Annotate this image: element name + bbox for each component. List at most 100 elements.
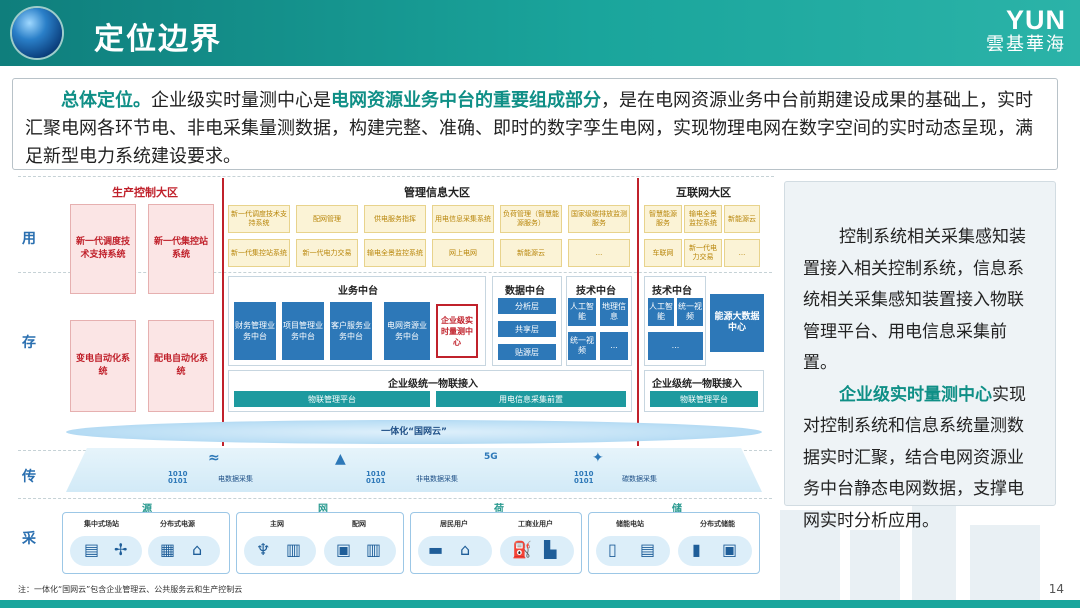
transmission-label: 非电数据采集 <box>416 475 458 483</box>
app-box: 新一代电力交易 <box>296 239 358 267</box>
source-label: 源 <box>142 504 152 515</box>
app-box: 新能源云 <box>500 239 562 267</box>
globe-icon <box>12 8 62 58</box>
cloud-label: 一体化“国网云” <box>381 427 447 437</box>
realtime-measurement-center-highlight: 企业级实时量测中心 <box>436 304 478 358</box>
5g-icon: 5G <box>484 452 498 462</box>
hydro-power-icon: ⌂ <box>192 540 203 559</box>
source-label: 储 <box>672 504 682 515</box>
business-platform-item: 财务管理业务中台 <box>234 302 276 360</box>
icon-pill <box>324 536 396 566</box>
state-grid-cloud <box>66 420 762 444</box>
row-label-transmit: 传 <box>22 469 36 485</box>
storage-container-icon: ▤ <box>640 540 656 559</box>
production-use-box: 新一代集控站系统 <box>148 204 214 294</box>
company-logo: YUN 雲基華海 <box>986 6 1066 56</box>
transmission-label: 电数据采集 <box>218 475 253 483</box>
app-box: 供电服务指挥 <box>364 205 426 233</box>
app-box: 新一代调度技术支持系统 <box>228 205 290 233</box>
page-title: 定位边界 <box>94 22 222 57</box>
distribution-box-icon: ▣ <box>336 540 352 559</box>
app-box: 用电信息采集系统 <box>432 205 494 233</box>
source-label: 荷 <box>494 504 504 515</box>
explanation-text-1: 控制系统相关采集感知装置接入相关控制系统，信息系统相关采集感知装置接入物联管理平… <box>803 227 1026 373</box>
icon-pill <box>678 536 752 566</box>
wind-turbine-icon: ✢ <box>114 540 128 559</box>
internet-iot-access-title: 企业级统一物联接入 <box>652 379 742 390</box>
app-box: 输电全景监控系统 <box>364 239 426 267</box>
intro-text-2: ，是在电网资源业务中台前期建设成果的基础上，实时汇聚电网各环节电、非电采集量测数… <box>25 90 1033 167</box>
zone-title-management: 管理信息大区 <box>404 186 470 199</box>
footnote: 注：一体化“国网云”包含企业管理云、公共服务云和生产控制云 <box>18 585 243 594</box>
zone-title-internet: 互联网大区 <box>676 186 731 199</box>
row-divider <box>18 272 772 273</box>
source-sub-label: 集中式场站 <box>84 520 119 528</box>
switchgear-icon: ▥ <box>366 540 382 559</box>
zone-divider <box>222 178 224 446</box>
row-label-use: 用 <box>22 231 36 247</box>
power-plant-icon: ▤ <box>84 540 100 559</box>
battery-icon: ▮ <box>692 540 701 559</box>
intro-highlight: 电网资源业务中台的重要组成部分 <box>331 90 601 111</box>
tech-platform-item: 人工智能 <box>648 298 674 326</box>
background-building <box>780 510 840 600</box>
tech-platform-item: 人工智能 <box>568 298 596 326</box>
background-building <box>850 530 900 600</box>
row-label-store: 存 <box>22 335 36 351</box>
factory-icon: ▙ <box>544 540 557 559</box>
row-divider <box>18 498 772 499</box>
app-box: ... <box>568 239 630 267</box>
background-building <box>970 525 1040 600</box>
source-sub-label: 分布式电源 <box>160 520 195 528</box>
app-box: 配网管理 <box>296 205 358 233</box>
business-platform-item: 项目管理业务中台 <box>282 302 324 360</box>
app-box: 新一代电力交易 <box>684 239 722 267</box>
header-bar: 定位边界 YUN 雲基華海 <box>0 0 1080 66</box>
app-box: 网上电网 <box>432 239 494 267</box>
production-store-box: 配电自动化系统 <box>148 320 214 412</box>
app-box: 新一代集控站系统 <box>228 239 290 267</box>
business-platform-title: 业务中台 <box>338 286 378 297</box>
source-label: 网 <box>318 504 328 515</box>
electricity-info-collection-front: 用电信息采集前置 <box>436 391 626 407</box>
app-box: 车联网 <box>644 239 682 267</box>
intro-text-box: 总体定位。企业级实时量测中心是电网资源业务中台的重要组成部分，是在电网资源业务中… <box>12 78 1058 170</box>
icon-pill <box>148 536 220 566</box>
transmission-band <box>66 448 762 492</box>
icon-pill <box>70 536 142 566</box>
substation-icon: ▥ <box>286 540 302 559</box>
storage-station-icon: ▯ <box>608 540 617 559</box>
tech-platform-title: 技术中台 <box>576 286 616 297</box>
source-sub-label: 工商业用户 <box>518 520 553 528</box>
app-box: 负荷管理（智慧能源服务） <box>500 205 562 233</box>
transmission-tower-icon: ♆ <box>256 540 271 559</box>
row-label-collect: 采 <box>22 531 36 547</box>
page-number: 14 <box>1048 582 1064 596</box>
diagram-area <box>18 176 774 580</box>
logo-chinese-name: 雲基華海 <box>986 34 1066 55</box>
icon-pill <box>596 536 670 566</box>
data-platform-layer: 分析层 <box>498 298 556 314</box>
internet-tech-platform-title: 技术中台 <box>652 286 692 297</box>
data-platform-layer: 贴源层 <box>498 344 556 360</box>
app-box: ... <box>724 239 760 267</box>
production-use-box: 新一代调度技术支持系统 <box>70 204 136 294</box>
data-platform-layer: 共享层 <box>498 321 556 337</box>
app-box: 输电全景监控系统 <box>684 205 722 233</box>
tech-platform-item: 统一视频 <box>677 298 703 326</box>
tech-platform-item: ... <box>600 332 628 360</box>
explanation-panel: 控制系统相关采集感知装置接入相关控制系统，信息系统相关采集感知装置接入物联管理平… <box>784 181 1056 531</box>
source-sub-label: 居民用户 <box>440 520 468 528</box>
power-unit-icon: ▣ <box>722 540 738 559</box>
data-platform-title: 数据中台 <box>505 286 545 297</box>
zone-divider <box>637 178 639 446</box>
source-sub-label: 主网 <box>270 520 284 528</box>
iot-access-title: 企业级统一物联接入 <box>388 379 478 390</box>
transmission-label: 碳数据采集 <box>622 475 657 483</box>
satellite-icon: ✦ <box>592 450 604 466</box>
icon-pill <box>244 536 316 566</box>
app-box: 新能源云 <box>724 205 760 233</box>
tech-platform-item: 地理信息 <box>600 298 628 326</box>
